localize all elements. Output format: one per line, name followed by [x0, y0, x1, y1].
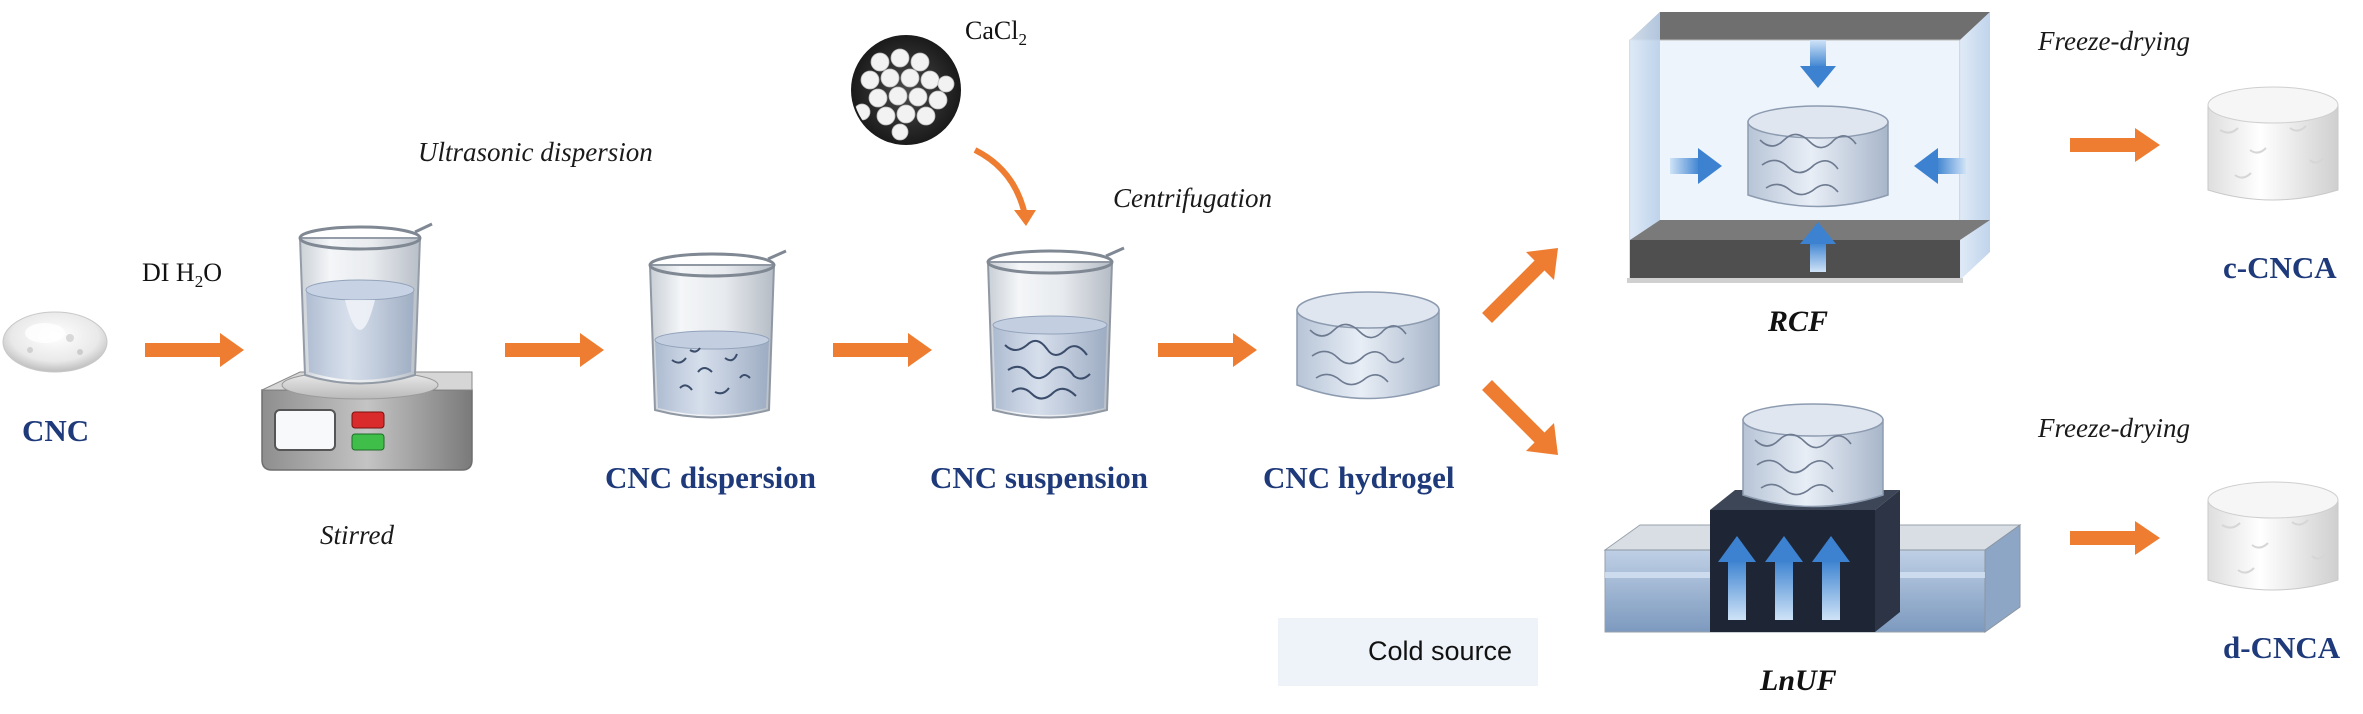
- rcf-freezing-box: [1627, 12, 1990, 283]
- process-arrow-freeze-top: [2070, 128, 2160, 162]
- process-arrow-3: [833, 333, 932, 367]
- label-cnc: CNC: [22, 413, 90, 448]
- process-arrow-2: [505, 333, 604, 367]
- process-arrow-up-branch: [1482, 248, 1558, 323]
- process-arrow-1: [145, 333, 244, 367]
- hydrogel-cylinder-icon: [1296, 291, 1440, 400]
- label-di-water: DI H2O: [142, 258, 222, 292]
- aerogel-sample-icon: [2207, 481, 2339, 591]
- label-cnc-dispersion: CNC dispersion: [605, 460, 817, 495]
- beaker-icon: [648, 249, 787, 419]
- label-freeze-drying-top: Freeze-drying: [2038, 26, 2190, 56]
- cacl2-beads-icon: [851, 35, 1036, 226]
- label-rcf: RCF: [1768, 305, 1829, 338]
- beaker-icon: [986, 246, 1125, 419]
- legend-label-cold-source: Cold source: [1368, 636, 1513, 666]
- aerogel-sample-icon: [2207, 86, 2339, 201]
- cnc-powder-icon: [2, 311, 108, 373]
- process-arrow-freeze-bottom: [2070, 521, 2160, 555]
- label-ultrasonic-dispersion: Ultrasonic dispersion: [418, 137, 653, 167]
- label-d-cnca: d-CNCA: [2223, 630, 2341, 665]
- label-stirred: Stirred: [320, 520, 394, 550]
- process-arrow-down-branch: [1482, 380, 1558, 455]
- label-freeze-drying-bottom: Freeze-drying: [2038, 413, 2190, 443]
- label-cnc-hydrogel: CNC hydrogel: [1263, 460, 1455, 495]
- magnetic-stirrer-icon: [261, 222, 473, 471]
- label-cnc-suspension: CNC suspension: [930, 460, 1148, 495]
- label-centrifugation: Centrifugation: [1113, 183, 1273, 213]
- lnuf-freezing-setup: [1603, 403, 2022, 633]
- process-arrow-4: [1158, 333, 1257, 367]
- label-lnuf: LnUF: [1760, 664, 1837, 697]
- legend: [1278, 618, 1538, 686]
- label-c-cnca: c-CNCA: [2223, 250, 2337, 285]
- label-cacl2: CaCl2: [965, 16, 1027, 50]
